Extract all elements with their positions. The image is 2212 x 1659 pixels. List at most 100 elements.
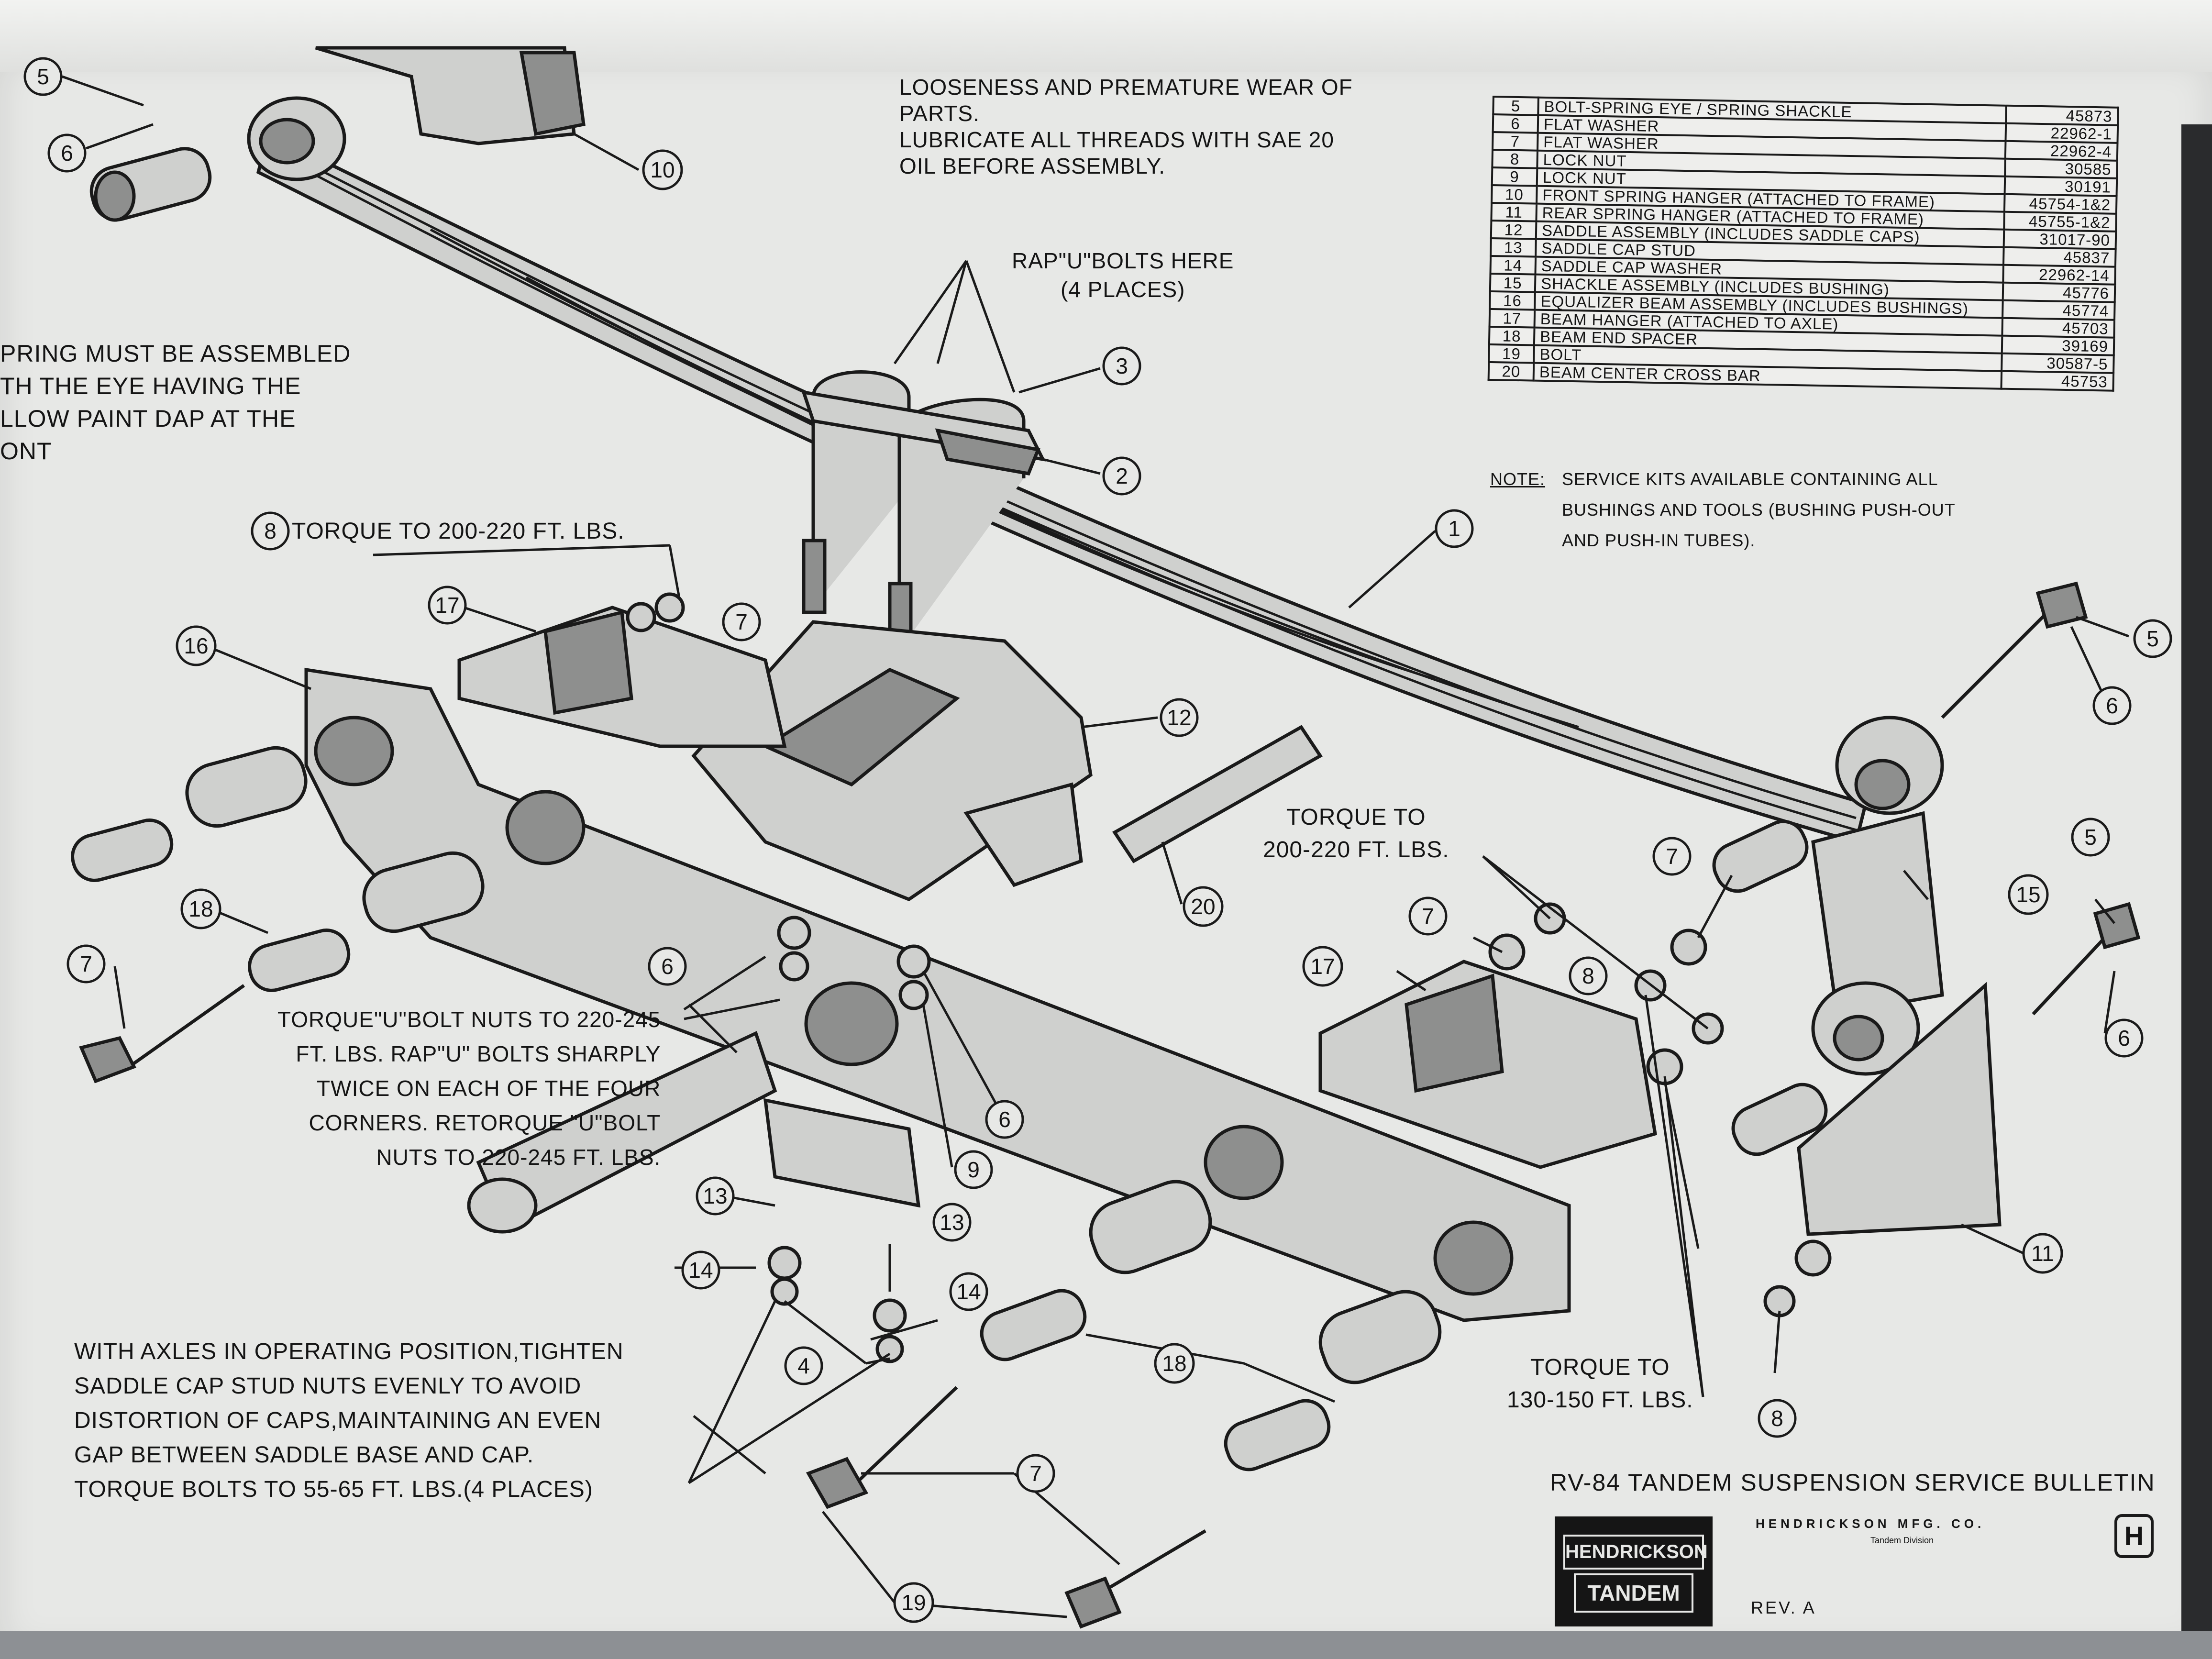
callout-6-c: 6 [661, 954, 674, 979]
saddle-assembly [691, 620, 1093, 1208]
callout-17-b: 17 [1310, 954, 1335, 979]
parts-table-cell-part-no: 22962-1 [2005, 123, 2118, 143]
callout-18-b: 18 [1162, 1351, 1186, 1376]
callout-2: 2 [1116, 464, 1128, 488]
callout-16: 16 [184, 633, 208, 658]
h-mark-icon: H [2114, 1514, 2154, 1558]
note-line: BUSHINGS AND TOOLS (BUSHING PUSH-OUT [1562, 500, 1956, 520]
callout-1: 1 [1448, 516, 1460, 541]
callout-5-c: 5 [2084, 825, 2097, 850]
parts-table-cell-no: 15 [1490, 273, 1536, 292]
callout-18-a: 18 [188, 896, 213, 921]
callout-7-b: 7 [80, 951, 92, 976]
hendrickson-tandem-logo: HENDRICKSON TANDEM [1555, 1516, 1713, 1626]
callout-12: 12 [1167, 705, 1191, 730]
lubrication-note: LOOSENESS AND PREMATURE WEAR OF PARTS. L… [899, 75, 1353, 178]
spring-eye-front [89, 96, 346, 222]
bulletin-title: RV-84 TANDEM SUSPENSION SERVICE BULLETIN [1550, 1469, 2156, 1496]
rear-assemblies [1318, 716, 2002, 1236]
callout-19: 19 [901, 1590, 926, 1615]
callout-10: 10 [650, 157, 675, 182]
parts-table-cell-part-no: 31017-90 [2003, 229, 2116, 249]
callout-7-c: 7 [1029, 1461, 1042, 1486]
callout-6-b: 6 [2106, 693, 2118, 718]
parts-table-cell-part-no: 22962-14 [2003, 265, 2115, 285]
service-kit-note: NOTE: SERVICE KITS AVAILABLE CONTAINING … [1490, 464, 1956, 556]
parts-table-cell-no: 17 [1489, 309, 1535, 328]
callout-4: 4 [797, 1353, 810, 1378]
parts-table-cell-part-no: 45703 [2002, 318, 2115, 338]
callout-20: 20 [1191, 894, 1215, 919]
parts-table-cell-part-no: 45774 [2002, 300, 2115, 320]
callout-7-a: 7 [735, 609, 748, 634]
parts-table-cell-part-no: 30191 [2004, 176, 2117, 196]
leader-lines [62, 75, 2129, 1618]
bushings [71, 746, 1828, 1471]
table-surface [0, 1631, 2212, 1659]
callouts: 5 6 10 3 2 1 8 17 7 16 12 5 6 18 7 20 6 … [23, 57, 2172, 1623]
parts-table-cell-no: 5 [1493, 97, 1538, 115]
parts-table-cell-part-no: 39169 [2002, 335, 2114, 355]
bolts [79, 581, 2141, 1629]
callout-13-b: 13 [940, 1210, 964, 1235]
callout-6-a: 6 [61, 141, 73, 166]
parts-table-cell-part-no: 45754-1&2 [2004, 194, 2117, 214]
torque-right-lower-note: TORQUE TO 130-150 FT. LBS. [1507, 1355, 1693, 1413]
callout-8-c: 8 [1771, 1406, 1783, 1431]
parts-table-cell-part-no: 30585 [2005, 158, 2117, 178]
note-line: AND PUSH-IN TUBES). [1562, 531, 1756, 550]
parts-table-cell-no: 10 [1492, 185, 1537, 204]
callout-15: 15 [2016, 882, 2040, 907]
book-edge [2181, 124, 2212, 1631]
parts-table-cell-no: 11 [1491, 203, 1537, 221]
parts-table-cell-no: 18 [1489, 326, 1535, 345]
revision-label: REV. A [1751, 1598, 1816, 1617]
parts-table-cell-part-no: 45755-1&2 [2004, 211, 2116, 232]
parts-table-cell-part-no: 45753 [2001, 371, 2114, 391]
cross-bar [467, 725, 1323, 1234]
callout-11: 11 [2031, 1241, 2054, 1266]
callout-13-a: 13 [703, 1183, 727, 1208]
saddle-cap-note: WITH AXLES IN OPERATING POSITION,TIGHTEN… [74, 1339, 624, 1502]
parts-table-cell-no: 19 [1489, 344, 1534, 363]
callout-5-a: 5 [37, 64, 49, 89]
spring-assembly-note: PRING MUST BE ASSEMBLED TH THE EYE HAVIN… [0, 340, 351, 465]
callout-6-d: 6 [998, 1107, 1011, 1132]
parts-table-cell-part-no: 45776 [2002, 282, 2115, 302]
parts-table-cell-no: 7 [1493, 132, 1538, 151]
parts-table-cell-no: 14 [1490, 255, 1536, 275]
torque-nut-8-note: TORQUE TO 200-220 FT. LBS. [292, 519, 625, 544]
parts-table-cell-no: 13 [1491, 238, 1536, 257]
callout-14-b: 14 [956, 1279, 981, 1304]
callout-17-a: 17 [435, 593, 459, 618]
callout-5-b: 5 [2146, 626, 2159, 651]
callout-7-e: 7 [1422, 904, 1434, 929]
parts-table-cell-no: 9 [1492, 167, 1537, 186]
parts-table-cell-no: 20 [1488, 362, 1534, 381]
torque-right-upper-note: TORQUE TO 200-220 FT. LBS. [1263, 805, 1449, 863]
callout-7-d: 7 [1666, 844, 1678, 869]
company-name: HENDRICKSON MFG. CO. [1756, 1516, 1985, 1531]
note-label: NOTE: [1490, 469, 1546, 489]
parts-table-cell-part-no: 45873 [2006, 105, 2118, 125]
front-hanger [315, 46, 586, 145]
parts-table-cell-no: 8 [1492, 150, 1538, 168]
u-bolt-torque-note: TORQUE"U"BOLT NUTS TO 220-245 FT. LBS. R… [277, 1007, 661, 1170]
rap-u-bolts-note: RAP"U"BOLTS HERE (4 PLACES) [1012, 248, 1234, 302]
parts-table-cell-part-no: 30587-5 [2002, 353, 2114, 373]
parts-table-cell-no: 6 [1493, 114, 1538, 133]
parts-table-cell-part-no: 45837 [2003, 247, 2116, 267]
parts-table-cell-no: 12 [1491, 220, 1537, 239]
callout-3: 3 [1116, 354, 1128, 378]
callout-8-b: 8 [1582, 963, 1594, 988]
u-bolts [801, 370, 1046, 667]
callout-14-a: 14 [688, 1258, 713, 1283]
callout-9: 9 [967, 1157, 980, 1182]
callout-6-e: 6 [2118, 1026, 2130, 1051]
logo-line-1: HENDRICKSON [1563, 1535, 1708, 1570]
parts-table-cell-part-no: 22962-4 [2005, 141, 2118, 161]
beam-hanger-left [457, 606, 787, 748]
note-line: SERVICE KITS AVAILABLE CONTAINING ALL [1562, 469, 1938, 489]
